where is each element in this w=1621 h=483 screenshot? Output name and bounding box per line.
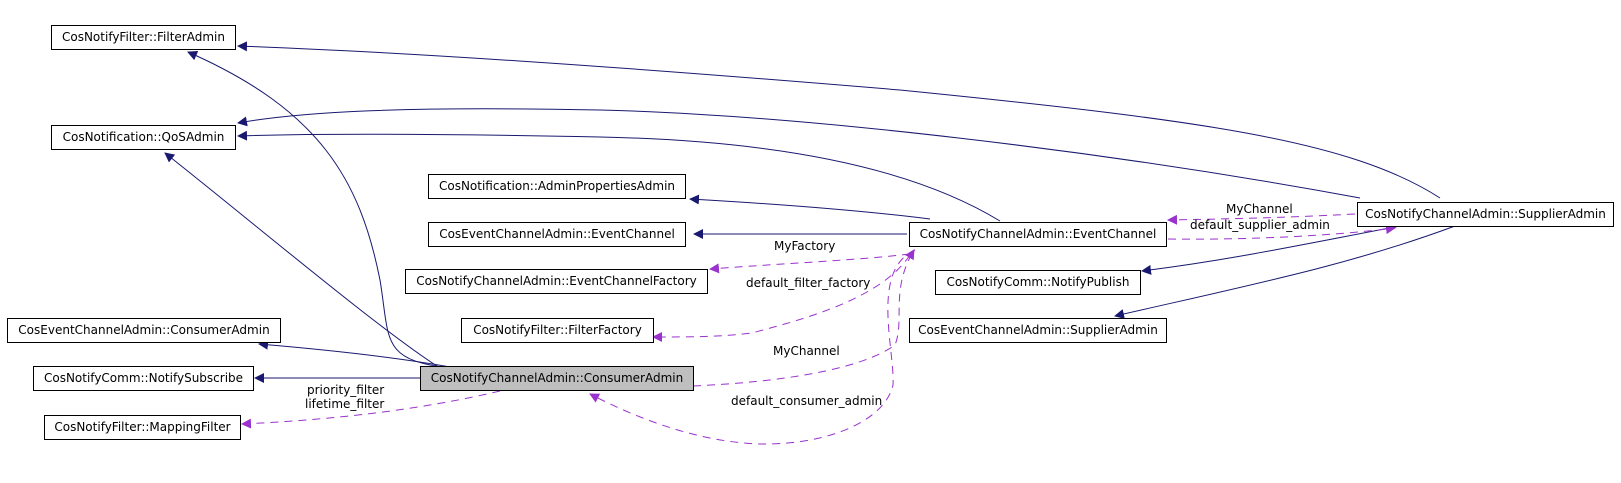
- edge-label-lifetime-filter: lifetime_filter: [305, 397, 385, 411]
- edge-label-myfactory: MyFactory: [774, 239, 836, 253]
- edge-consumeradmin-to-cosconsumeradmin: [258, 339, 451, 368]
- node-mapping-filter[interactable]: CosNotifyFilter::MappingFilter: [44, 415, 241, 440]
- edge-eventchannel-to-adminpropertiesadmin: [689, 194, 931, 220]
- node-qos-admin[interactable]: CosNotification::QoSAdmin: [51, 125, 236, 150]
- edge-eventchannel-default-filter-factory: [652, 254, 911, 342]
- edge-eventchannel-myfactory: [709, 253, 911, 274]
- edge-supplieradmin-to-filteradmin: [237, 41, 1441, 199]
- edge-supplieradmin-mychannel: [1167, 213, 1356, 225]
- node-supplier-admin[interactable]: CosNotifyChannelAdmin::SupplierAdmin: [1357, 202, 1614, 227]
- edge-label-priority-filter: priority_filter: [307, 383, 385, 397]
- node-notify-publish[interactable]: CosNotifyComm::NotifyPublish: [935, 270, 1141, 295]
- edge-consumeradmin-mychannel: [692, 249, 915, 387]
- edge-label-mychannel-consumer: MyChannel: [773, 344, 840, 358]
- edge-label-mychannel-supplier: MyChannel: [1226, 202, 1293, 216]
- edge-consumeradmin-to-filteradmin: [187, 51, 451, 369]
- node-filter-factory[interactable]: CosNotifyFilter::FilterFactory: [461, 318, 654, 343]
- edge-eventchannel-default-consumer-admin: [589, 249, 916, 445]
- node-filter-admin[interactable]: CosNotifyFilter::FilterAdmin: [51, 25, 236, 50]
- edge-supplieradmin-to-cossupplieradmin: [1114, 225, 1456, 319]
- edge-label-default-filter-factory: default_filter_factory: [746, 276, 871, 290]
- edge-consumeradmin-to-qosadmin: [164, 152, 441, 369]
- node-admin-properties-admin[interactable]: CosNotification::AdminPropertiesAdmin: [428, 174, 686, 199]
- edge-label-default-consumer-admin: default_consumer_admin: [731, 394, 883, 408]
- node-consumer-admin-focus[interactable]: CosNotifyChannelAdmin::ConsumerAdmin: [420, 366, 694, 391]
- node-cos-supplier-admin[interactable]: CosEventChannelAdmin::SupplierAdmin: [909, 318, 1167, 343]
- node-notify-subscribe[interactable]: CosNotifyComm::NotifySubscribe: [33, 366, 254, 391]
- node-event-channel[interactable]: CosNotifyChannelAdmin::EventChannel: [909, 222, 1167, 247]
- edge-eventchannel-default-supplier-admin: [1167, 224, 1396, 240]
- node-cos-event-channel[interactable]: CosEventChannelAdmin::EventChannel: [428, 222, 686, 247]
- node-cos-consumer-admin[interactable]: CosEventChannelAdmin::ConsumerAdmin: [7, 318, 281, 343]
- edge-label-default-supplier-admin: default_supplier_admin: [1190, 218, 1330, 232]
- edge-consumeradmin-mapping-filter: [241, 390, 501, 429]
- edge-supplieradmin-to-notifypublish: [1141, 225, 1401, 275]
- edge-supplieradmin-to-qosadmin: [237, 108, 1361, 199]
- node-event-channel-factory[interactable]: CosNotifyChannelAdmin::EventChannelFacto…: [405, 269, 708, 294]
